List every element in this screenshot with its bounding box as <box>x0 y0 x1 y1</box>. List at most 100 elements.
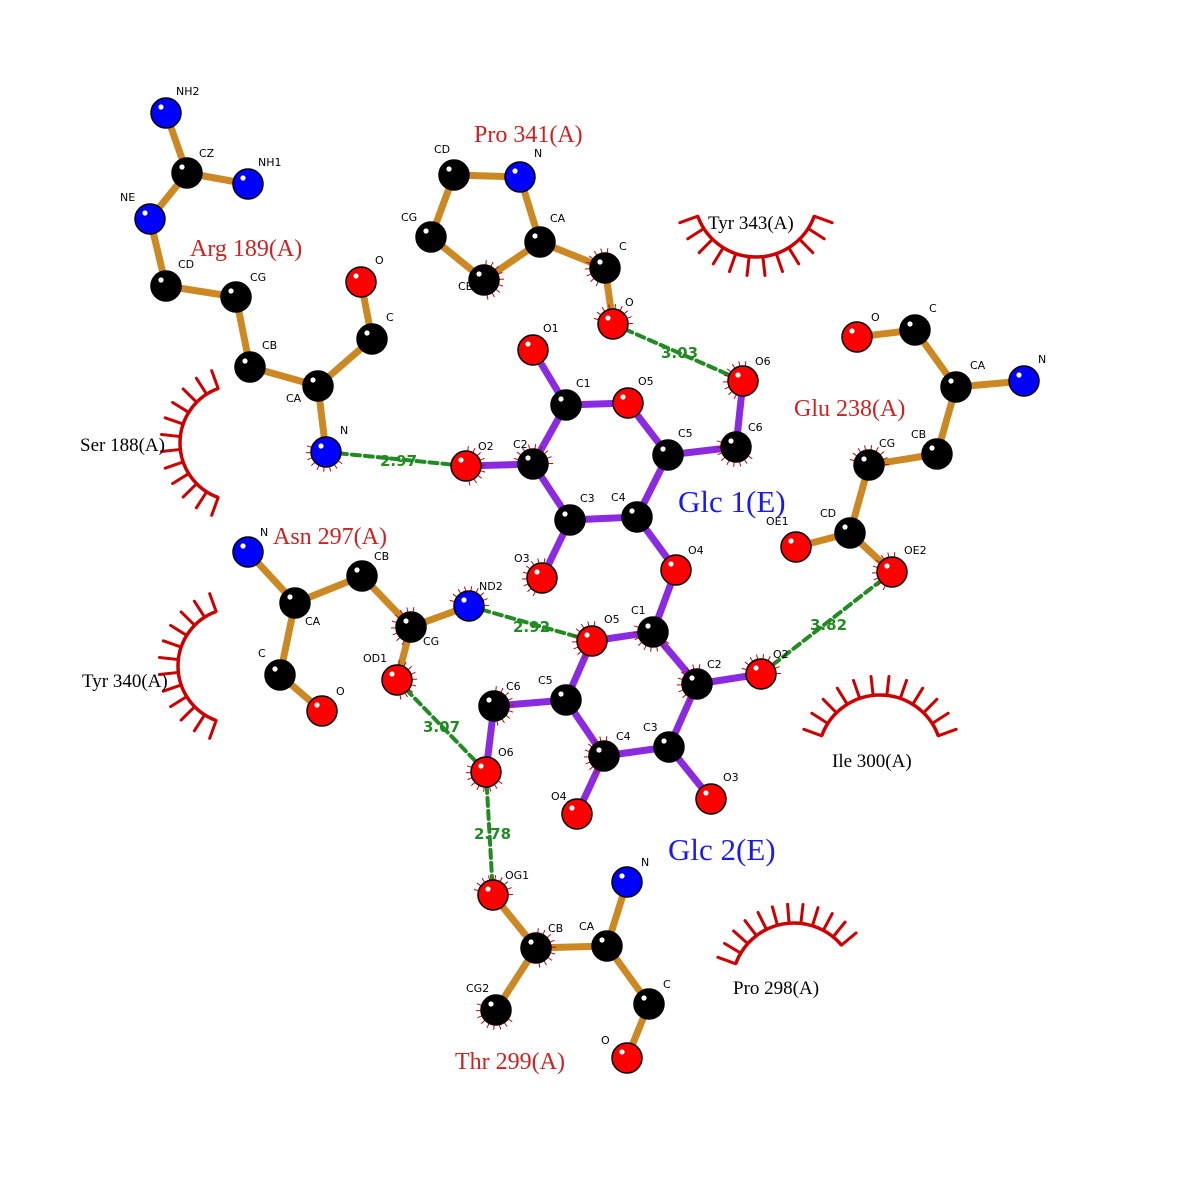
atom-highlight <box>403 618 409 624</box>
atom-highlight <box>364 330 370 336</box>
atom-highlight <box>242 358 248 364</box>
atom-highlight <box>446 166 452 172</box>
atom-sphere <box>876 556 908 588</box>
hydrophobic-arc-spoke <box>171 400 191 414</box>
atom-n: NH1 <box>232 156 282 200</box>
atom-c: C <box>356 311 394 355</box>
atom-c: C <box>899 302 937 346</box>
atom-label: NE <box>120 191 135 204</box>
atom-sphere <box>310 436 342 468</box>
atom-n: N <box>310 424 348 468</box>
hydrophobic-label-tyr340: Tyr 340(A) <box>82 671 168 692</box>
atom-sphere <box>346 560 378 592</box>
atom-label: N <box>1038 353 1046 366</box>
atom-o: O5 <box>612 375 654 419</box>
hydrophobic-arc-spoke <box>821 912 834 932</box>
atom-label: OG1 <box>505 869 529 882</box>
hydrophobic-arc-spoke <box>723 941 743 955</box>
atom-sphere <box>520 932 552 964</box>
atom-highlight <box>142 210 148 216</box>
atom-label: CB <box>911 428 926 441</box>
atom-highlight <box>476 271 482 277</box>
atom-sphere <box>477 879 509 911</box>
atom-highlight <box>534 569 540 575</box>
atom-o: OG1 <box>477 869 529 911</box>
atom-sphere <box>745 658 777 690</box>
atom-label: NH2 <box>176 85 200 98</box>
hydrogen-bonds <box>324 322 894 897</box>
atom-highlight <box>485 886 491 892</box>
atom-label: N <box>534 147 542 160</box>
hydrophobic-arc-spoke <box>159 447 182 454</box>
atom-label: C <box>619 240 627 253</box>
atom-highlight <box>525 455 531 461</box>
atom-highlight <box>842 524 848 530</box>
atom-sphere <box>940 371 972 403</box>
atom-label: C2 <box>707 658 722 671</box>
hbond-line <box>759 570 894 676</box>
atom-c: CD <box>434 143 470 191</box>
hydrophobic-label-tyr343: Tyr 343(A) <box>708 213 794 234</box>
hydrophobic-arc-spoke <box>930 711 950 725</box>
atom-highlight <box>884 563 890 569</box>
atom-highlight <box>486 697 492 703</box>
atom-label: C4 <box>611 491 626 504</box>
hydrophobic-arc-spoke <box>210 496 220 517</box>
atom-highlight <box>735 372 741 378</box>
atom-highlight <box>620 394 626 400</box>
hbond-distance-label: 2.97 <box>380 452 417 470</box>
atom-label: CB <box>548 922 563 935</box>
hydrophobic-arc-spoke <box>157 670 180 677</box>
hydrophobic-arc-spoke <box>745 255 751 278</box>
atom-label: C1 <box>631 604 646 617</box>
hydrophobic-arc-spoke <box>192 599 207 619</box>
hbond-distance-label: 3.07 <box>423 718 460 736</box>
hydrophobic-arc-spoke <box>678 214 700 225</box>
hydrophobic-arc-spoke <box>194 490 209 510</box>
atom-highlight <box>569 805 575 811</box>
atom-label: C2 <box>513 438 528 451</box>
atom-sphere <box>550 684 582 716</box>
atom-o: O3 <box>514 552 558 594</box>
hydrophobic-arc-spoke <box>921 697 939 715</box>
atom-sphere <box>150 270 182 302</box>
hydrophobic-arc-spoke <box>181 387 199 404</box>
atom-sphere <box>345 266 377 298</box>
atom-highlight <box>287 594 293 600</box>
atom-sphere <box>588 740 620 772</box>
atom-o: O4 <box>660 544 704 586</box>
atom-label: C5 <box>678 427 693 440</box>
hydrophobic-arc-spoke <box>839 931 858 947</box>
atom-sphere <box>450 450 482 482</box>
atom-highlight <box>389 671 395 677</box>
hbond-line <box>467 604 594 643</box>
hydrophobic-arc-spoke <box>743 919 758 938</box>
hydrophobic-arc-spoke <box>821 697 839 715</box>
atom-label: C <box>929 302 937 315</box>
atom-sphere <box>780 531 812 563</box>
atom-highlight <box>272 666 278 672</box>
hydrophobic-arc-spoke <box>831 920 847 939</box>
atom-o: O <box>306 685 345 727</box>
atom-sphere <box>591 930 623 962</box>
hydrophobic-arc-spoke <box>161 639 183 649</box>
hydrophobic-arc-spoke <box>810 906 820 928</box>
hydrophobic-arc-spoke <box>898 678 908 700</box>
atom-sphere <box>1008 365 1040 397</box>
atom-o: O <box>597 296 634 340</box>
atom-label: CA <box>305 615 321 628</box>
atom-sphere <box>727 365 759 397</box>
atom-label: C4 <box>616 730 631 743</box>
hydrophobic-arc-spoke <box>716 955 738 966</box>
atom-sphere <box>220 281 252 313</box>
atom-highlight <box>689 675 695 681</box>
atom-highlight <box>179 164 185 170</box>
atom-sphere <box>356 323 388 355</box>
atom-c: CB <box>346 550 389 592</box>
atom-sphere <box>589 252 621 284</box>
hydrophobic-label-ile300: Ile 300(A) <box>832 751 912 772</box>
hbond-distance-label: 3.03 <box>661 344 698 362</box>
atom-o: OE1 <box>766 515 812 563</box>
atom-label: CG <box>250 271 266 284</box>
atom-highlight <box>525 341 531 347</box>
